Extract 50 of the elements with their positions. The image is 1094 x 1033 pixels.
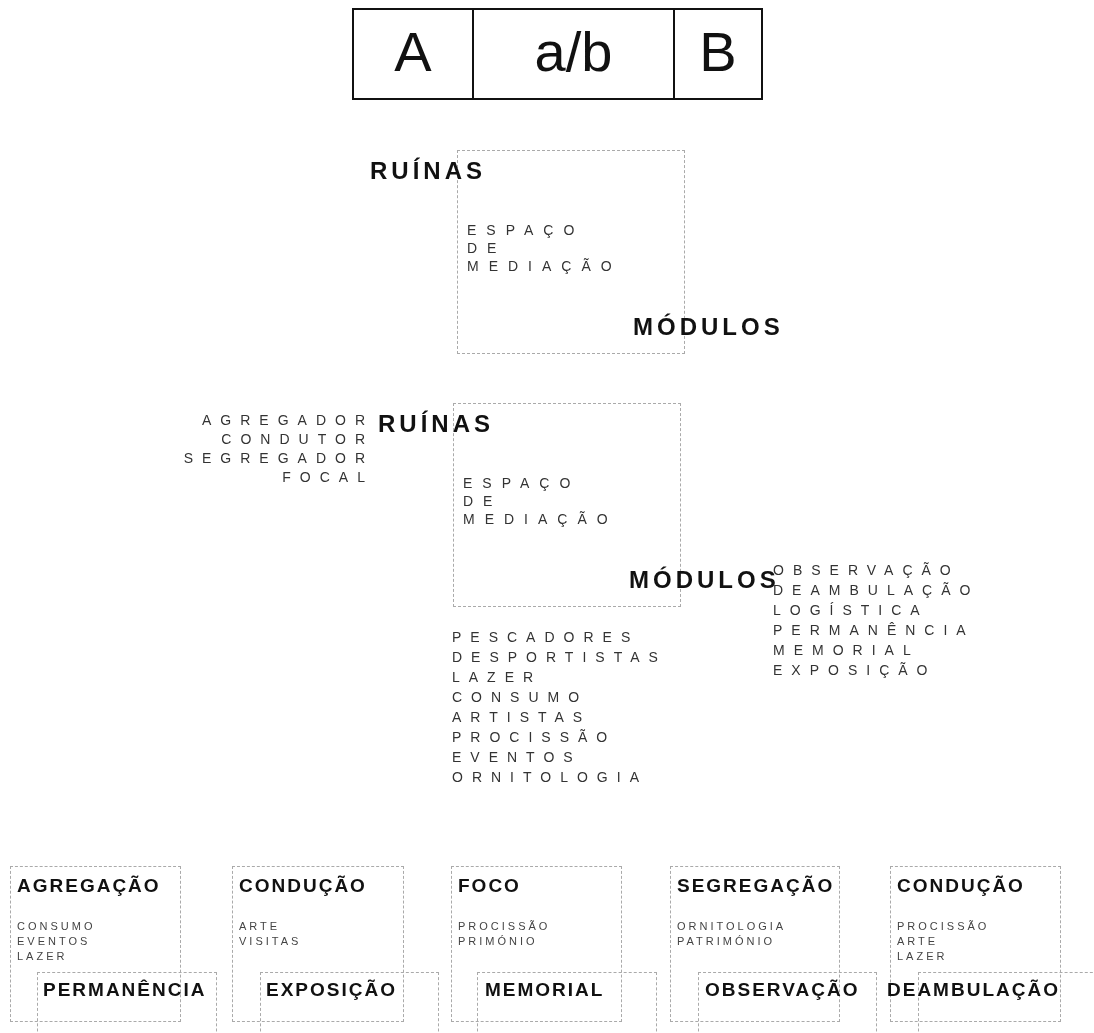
cell-letter: B	[698, 24, 738, 80]
list-item: PERMANÊNCIA	[773, 621, 975, 640]
list-item: CONSUMO	[452, 688, 589, 707]
list-item: DEAMBULAÇÃO	[773, 582, 980, 600]
letter-cell	[352, 8, 474, 100]
list-item: AGREGADOR	[202, 411, 374, 430]
word-list: CONSUMO EVENTOS LAZER	[17, 919, 96, 964]
category-box	[232, 866, 404, 1022]
list-item: MEMORIAL	[773, 641, 920, 660]
box-heading: OBSERVAÇÃO	[705, 979, 860, 1001]
box-heading: AGREGAÇÃO	[17, 875, 161, 897]
box-heading: CONDUÇÃO	[239, 875, 367, 897]
list-item: SEGREGADOR	[183, 449, 374, 468]
category-box	[890, 866, 1061, 1022]
list-item: ORNITOLOGIA	[452, 768, 648, 787]
word-list: PROCISSÃO PRIMÓNIO	[458, 919, 551, 949]
category-box	[477, 972, 657, 1033]
list-item: LOGÍSTICA	[773, 601, 929, 620]
category-box	[698, 972, 877, 1033]
stacked-words: ESPAÇO DE MEDIAÇÃO	[463, 474, 618, 528]
stacked-words: ESPAÇO DE MEDIAÇÃO	[467, 221, 622, 275]
list-item: EXPOSIÇÃO	[773, 661, 937, 680]
side-heading: RUÍNAS	[378, 410, 494, 438]
list-item: PESCADORES	[452, 628, 640, 647]
list-item: PROCISSÃO	[452, 728, 617, 747]
box-heading: PERMANÊNCIA	[43, 979, 207, 1001]
list-item: FOCAL	[282, 468, 374, 487]
box-heading: CONDUÇÃO	[897, 875, 1025, 897]
box-heading: SEGREGAÇÃO	[677, 875, 835, 897]
list-item: EVENTOS	[452, 748, 582, 767]
category-box	[260, 972, 439, 1033]
list-item: CONDUTOR	[221, 430, 374, 449]
category-box	[451, 866, 622, 1022]
list-item: ARTISTAS	[452, 708, 592, 727]
cell-letter: a/b	[533, 24, 614, 80]
category-box	[37, 972, 217, 1033]
side-heading: RUÍNAS	[370, 157, 486, 185]
box-heading: EXPOSIÇÃO	[266, 979, 397, 1001]
box-heading: DEAMBULAÇÃO	[887, 979, 1060, 1001]
word-list: PROCISSÃO ARTE LAZER	[897, 919, 990, 964]
cell-letter: A	[393, 24, 433, 80]
list-item: LAZER	[452, 668, 543, 687]
word-list: ARTE VISITAS	[239, 919, 302, 949]
list-item: DESPORTISTAS	[452, 648, 667, 667]
letter-cell	[673, 8, 763, 100]
word-list: ORNITOLOGIA PATRIMÓNIO	[677, 919, 786, 949]
box-heading: MEMORIAL	[485, 979, 605, 1001]
box-heading: FOCO	[458, 875, 521, 897]
side-heading: MÓDULOS	[633, 313, 784, 341]
letter-cell	[472, 8, 675, 100]
